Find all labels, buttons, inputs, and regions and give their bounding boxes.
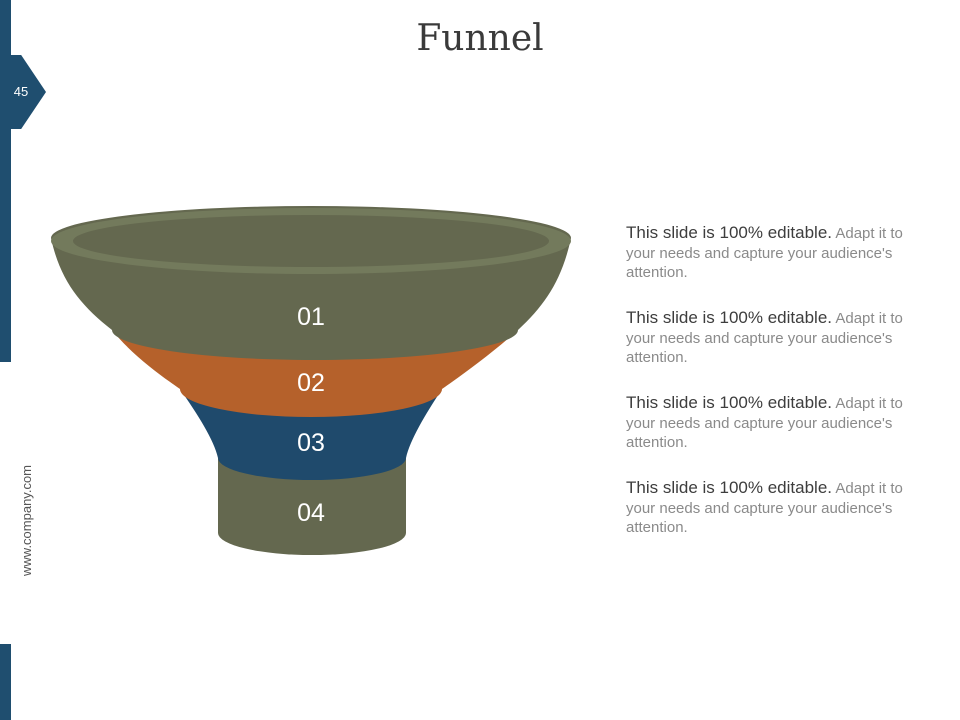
left-accent-bar-top (0, 0, 11, 362)
description-lead: This slide is 100% editable. (626, 478, 833, 497)
funnel-stage-4 (218, 458, 406, 555)
page-number: 45 (13, 84, 29, 99)
description-2: This slide is 100% editable. Adapt it to… (626, 308, 926, 368)
description-4: This slide is 100% editable. Adapt it to… (626, 478, 926, 538)
description-body: Adapt it to your needs and capture your … (626, 480, 903, 536)
description-body: Adapt it to your needs and capture your … (626, 225, 903, 281)
description-body: Adapt it to your needs and capture your … (626, 310, 903, 366)
description-lead: This slide is 100% editable. (626, 393, 833, 412)
description-lead: This slide is 100% editable. (626, 308, 833, 327)
stage-label-4: 04 (297, 499, 325, 527)
stage-label-3: 03 (297, 429, 325, 457)
left-accent-bar-bottom (0, 644, 11, 720)
description-3: This slide is 100% editable. Adapt it to… (626, 393, 926, 453)
description-body: Adapt it to your needs and capture your … (626, 395, 903, 451)
stage-label-1: 01 (297, 303, 325, 331)
description-lead: This slide is 100% editable. (626, 223, 833, 242)
slide-title: Funnel (416, 18, 544, 59)
stage-label-2: 02 (297, 369, 325, 397)
funnel-rim-inner (73, 215, 549, 267)
description-1: This slide is 100% editable. Adapt it to… (626, 223, 926, 283)
